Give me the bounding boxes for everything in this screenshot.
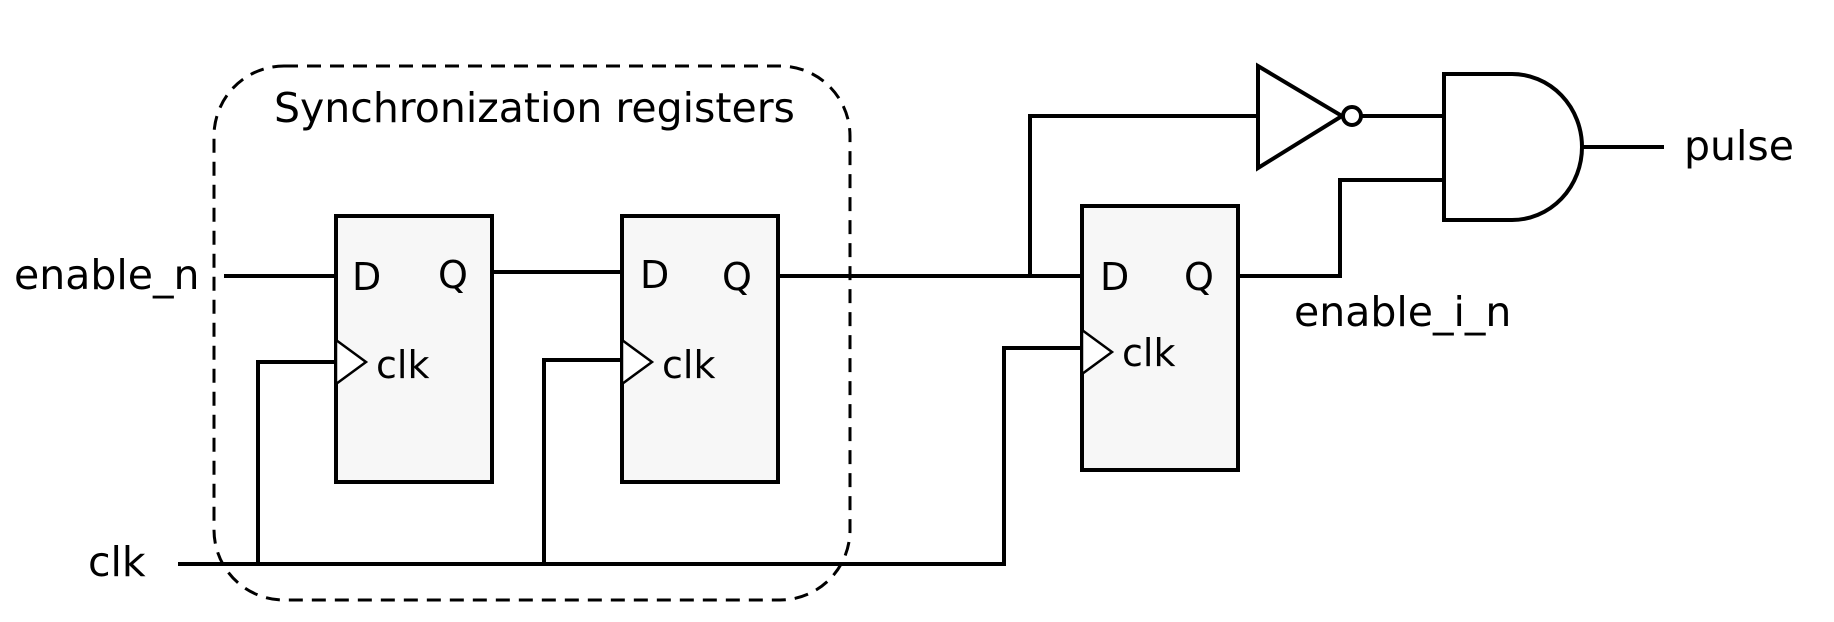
flip-flop-3-clk-label: clk <box>1122 331 1175 375</box>
sync-registers-label: Synchronization registers <box>274 84 795 132</box>
flip-flop-1-q-label: Q <box>438 253 468 297</box>
flip-flop-2-clk-label: clk <box>662 343 715 387</box>
flip-flop-3: D Q clk <box>1080 204 1240 472</box>
flip-flop-1-clk-label: clk <box>376 343 429 387</box>
flip-flop-3-body <box>1080 204 1240 472</box>
flip-flop-1-d-label: D <box>352 255 381 299</box>
sync-registers-boundary <box>212 64 852 602</box>
signal-label-pulse: pulse <box>1684 122 1794 170</box>
inverter-bubble-icon <box>1341 105 1363 127</box>
flip-flop-2: D Q clk <box>620 214 780 484</box>
flip-flop-1-clock-icon <box>334 337 369 387</box>
wire-branch-to-inverter <box>1028 114 1258 278</box>
flip-flop-3-q-label: Q <box>1184 255 1214 299</box>
flip-flop-3-d-label: D <box>1100 255 1129 299</box>
flip-flop-1-body <box>334 214 494 484</box>
wire-enable-i-n-to-and <box>1234 178 1446 278</box>
wire-clk-to-ff1 <box>256 360 338 566</box>
signal-label-enable-i-n: enable_i_n <box>1294 288 1511 336</box>
wire-clk-to-ff2 <box>542 358 624 566</box>
signal-label-clk: clk <box>88 538 146 586</box>
flip-flop-2-clock-icon <box>620 337 655 387</box>
wire-clk-to-ff3 <box>1002 346 1084 566</box>
and-gate-icon <box>1442 72 1584 222</box>
flip-flop-3-clock-icon <box>1080 327 1115 377</box>
flip-flop-1: D Q clk <box>334 214 494 484</box>
inverter-gate <box>1256 62 1363 172</box>
flip-flop-2-d-label: D <box>640 253 669 297</box>
signal-label-enable-n: enable_n <box>14 251 199 299</box>
flip-flop-2-q-label: Q <box>722 255 752 299</box>
inverter-triangle-icon <box>1256 62 1346 172</box>
flip-flop-2-body <box>620 214 780 484</box>
